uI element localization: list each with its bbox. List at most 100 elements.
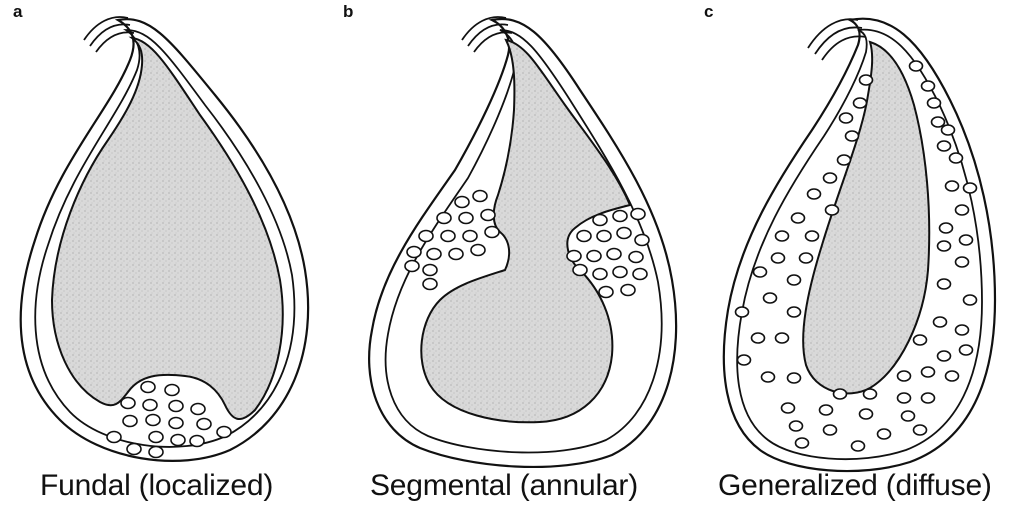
sinus	[471, 245, 485, 256]
sinus	[573, 265, 587, 276]
sinus	[864, 389, 877, 399]
sinus	[796, 438, 809, 448]
sinus	[593, 269, 607, 280]
sinus	[191, 404, 205, 415]
sinus	[141, 382, 155, 393]
sinus	[169, 401, 183, 412]
sinus	[127, 444, 141, 455]
sinus	[922, 393, 935, 403]
sinus	[607, 249, 621, 260]
sinus	[960, 345, 973, 355]
panel-letter-c: c	[704, 2, 713, 22]
sinus	[599, 287, 613, 298]
sinus	[942, 125, 955, 135]
sinus	[473, 191, 487, 202]
sinus	[593, 215, 607, 226]
sinus	[423, 279, 437, 290]
panel-letter-a: a	[13, 2, 22, 22]
caption-generalized: Generalized (diffuse)	[718, 469, 992, 503]
sinus	[481, 210, 495, 221]
sinus	[934, 317, 947, 327]
sinus	[940, 223, 953, 233]
sinus	[938, 241, 951, 251]
sinus	[854, 98, 867, 108]
sinus	[782, 403, 795, 413]
sinus	[146, 415, 160, 426]
sinus	[485, 227, 499, 238]
sinus	[631, 209, 645, 220]
sinus	[772, 253, 785, 263]
sinus	[633, 269, 647, 280]
sinus	[437, 213, 451, 224]
sinus	[922, 81, 935, 91]
sinus	[427, 249, 441, 260]
gallbladder-a	[21, 17, 308, 461]
sinus	[463, 231, 477, 242]
sinus	[629, 252, 643, 263]
sinus	[820, 405, 833, 415]
sinus	[824, 425, 837, 435]
sinus	[938, 279, 951, 289]
sinus	[922, 367, 935, 377]
sinus	[898, 371, 911, 381]
sinus	[776, 231, 789, 241]
sinus	[788, 307, 801, 317]
sinus	[449, 249, 463, 260]
sinus	[217, 427, 231, 438]
sinus	[567, 251, 581, 262]
sinus	[149, 432, 163, 443]
sinus	[956, 257, 969, 267]
sinus	[846, 131, 859, 141]
sinus	[419, 231, 433, 242]
sinus	[928, 98, 941, 108]
sinus	[197, 419, 211, 430]
sinus	[190, 436, 204, 447]
sinus	[165, 385, 179, 396]
caption-segmental: Segmental (annular)	[370, 469, 638, 503]
sinus	[824, 173, 837, 183]
sinus	[762, 372, 775, 382]
lumen-a	[52, 38, 283, 419]
sinus	[838, 155, 851, 165]
caption-fundal: Fundal (localized)	[40, 469, 273, 503]
sinus	[149, 447, 163, 458]
sinus	[171, 435, 185, 446]
sinus	[826, 205, 839, 215]
sinus	[964, 295, 977, 305]
sinus	[764, 293, 777, 303]
sinus	[613, 267, 627, 278]
sinus	[938, 351, 951, 361]
sinus	[441, 231, 455, 242]
duct-a-2	[90, 24, 130, 46]
sinus	[790, 421, 803, 431]
sinus	[808, 189, 821, 199]
sinus	[577, 231, 591, 242]
sinus	[736, 307, 749, 317]
sinus	[914, 425, 927, 435]
sinus	[788, 275, 801, 285]
sinus	[800, 253, 813, 263]
sinus	[852, 441, 865, 451]
sinus	[834, 389, 847, 399]
panel-letter-b: b	[343, 2, 353, 22]
sinus	[121, 398, 135, 409]
sinus	[423, 265, 437, 276]
sinus	[617, 228, 631, 239]
sinus	[587, 251, 601, 262]
sinus	[169, 418, 183, 429]
sinus	[956, 325, 969, 335]
sinus	[956, 205, 969, 215]
sinus	[143, 400, 157, 411]
sinus	[946, 181, 959, 191]
sinus	[950, 153, 963, 163]
sinus	[792, 213, 805, 223]
sinus	[738, 355, 751, 365]
sinus	[860, 75, 873, 85]
sinus	[938, 141, 951, 151]
sinus	[878, 429, 891, 439]
sinus	[914, 335, 927, 345]
sinus	[123, 416, 137, 427]
sinus	[597, 231, 611, 242]
